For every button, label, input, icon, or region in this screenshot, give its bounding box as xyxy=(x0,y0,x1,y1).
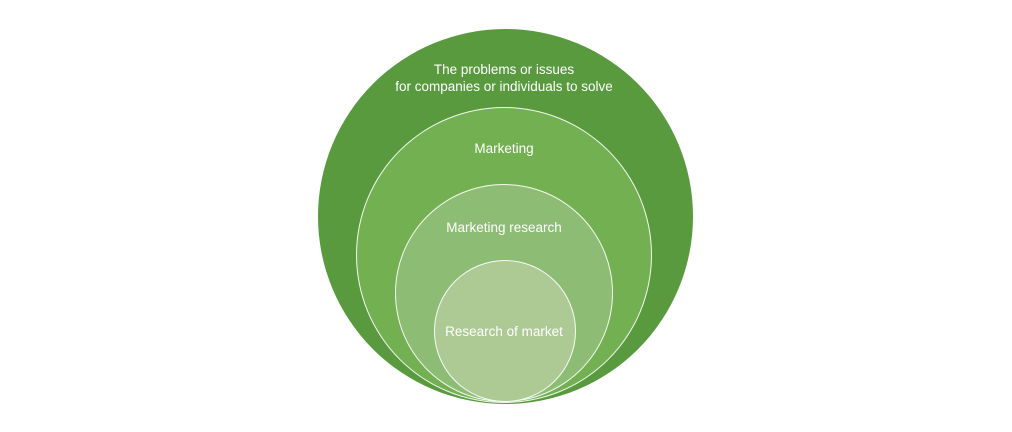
label-research-of-market: Research of market xyxy=(445,324,563,339)
label-problems-or-issues: The problems or issues for companies or … xyxy=(395,62,613,95)
label-marketing: Marketing xyxy=(474,141,534,156)
label-marketing-research: Marketing research xyxy=(446,220,562,235)
label-problems-line-1: The problems or issues xyxy=(433,62,575,77)
label-problems-line-2: for companies or individuals to solve xyxy=(395,78,613,94)
circle-research-of-market xyxy=(434,260,576,402)
